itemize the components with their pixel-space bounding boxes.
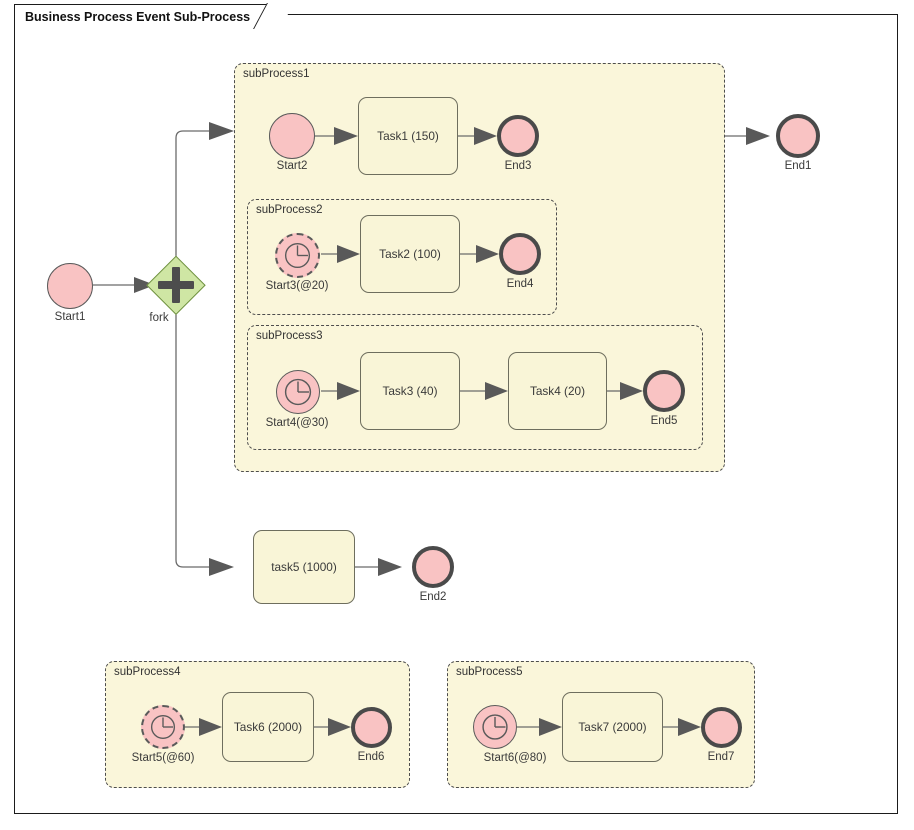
task-task1[interactable]: Task1 (150) [358,97,458,175]
task-task4[interactable]: Task4 (20) [508,352,607,430]
diagram-title: Business Process Event Sub-Process [25,10,251,24]
plus-icon-vertical [172,267,180,303]
task-task2[interactable]: Task2 (100) [360,215,460,293]
event-end5[interactable] [643,370,685,412]
event-start1[interactable] [47,263,93,309]
event-start3-timer[interactable] [275,233,320,278]
event-start4-timer[interactable] [276,370,320,414]
event-label-start6: Start6(@80) [483,752,547,764]
task-task3[interactable]: Task3 (40) [360,352,460,430]
event-label-end5: End5 [650,415,678,427]
event-label-start3: Start3(@20) [265,280,329,292]
event-start6-timer[interactable] [473,705,517,749]
pool-label-subprocess3: subProcess3 [256,330,323,342]
event-label-end2: End2 [419,591,447,603]
event-end7[interactable] [701,707,742,748]
event-end3[interactable] [497,115,539,157]
event-start5-timer[interactable] [141,705,185,749]
event-label-start4: Start4(@30) [265,417,329,429]
event-label-start2: Start2 [276,160,308,172]
diagram-title-tab: Business Process Event Sub-Process [14,4,278,29]
event-label-end3: End3 [504,160,532,172]
pool-label-subprocess4: subProcess4 [114,666,181,678]
event-end1[interactable] [776,114,820,158]
event-end2[interactable] [412,546,454,588]
task-task7[interactable]: Task7 (2000) [562,692,663,762]
timer-clock-icon [284,378,312,406]
diagram-frame [14,14,898,814]
gateway-fork[interactable] [146,255,206,315]
pool-label-subprocess2: subProcess2 [256,204,323,216]
event-end6[interactable] [351,707,392,748]
gateway-label-fork: fork [149,312,169,324]
tab-mask [16,27,234,31]
pool-label-subprocess5: subProcess5 [456,666,523,678]
timer-clock-icon [482,714,508,740]
event-label-start1: Start1 [54,311,86,323]
event-label-end1: End1 [784,160,812,172]
event-label-start5: Start5(@60) [131,752,195,764]
task-task6[interactable]: Task6 (2000) [222,692,314,762]
event-label-end7: End7 [707,751,735,763]
task-task5[interactable]: task5 (1000) [253,530,355,604]
event-end4[interactable] [499,233,541,275]
timer-clock-icon [284,242,311,269]
event-start2[interactable] [269,113,315,159]
pool-label-subprocess1: subProcess1 [243,68,310,80]
event-label-end6: End6 [357,751,385,763]
event-label-end4: End4 [506,278,534,290]
timer-clock-icon [150,714,176,740]
